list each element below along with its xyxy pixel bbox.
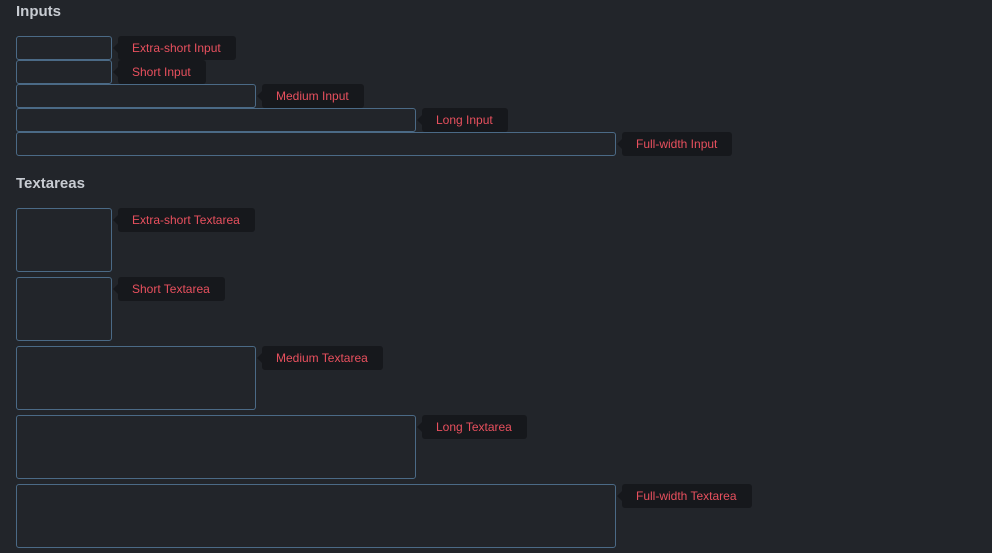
textarea-row-long: Long Textarea (16, 415, 527, 479)
textareas-heading: Textareas (16, 175, 85, 192)
extra-short-input[interactable] (16, 36, 112, 60)
input-row-long: Long Input (16, 108, 508, 132)
input-row-short: Short Input (16, 60, 206, 84)
medium-textarea[interactable] (16, 346, 256, 410)
short-textarea-tooltip: Short Textarea (113, 277, 225, 301)
long-textarea[interactable] (16, 415, 416, 479)
medium-input[interactable] (16, 84, 256, 108)
full-width-input-tooltip: Full-width Input (616, 132, 733, 156)
inputs-heading: Inputs (16, 3, 61, 20)
textarea-row-short: Short Textarea (16, 277, 225, 341)
long-input[interactable] (16, 108, 416, 132)
short-textarea[interactable] (16, 277, 112, 341)
extra-short-textarea-tooltip: Extra-short Textarea (113, 208, 255, 232)
input-row-full-width: Full-width Input (16, 132, 733, 156)
extra-short-textarea[interactable] (16, 208, 112, 272)
full-width-textarea[interactable] (16, 484, 616, 548)
input-row-medium: Medium Input (16, 84, 364, 108)
textarea-row-extra-short: Extra-short Textarea (16, 208, 255, 272)
long-textarea-tooltip: Long Textarea (417, 415, 527, 439)
long-input-tooltip: Long Input (417, 108, 508, 132)
input-row-extra-short: Extra-short Input (16, 36, 236, 60)
extra-short-input-tooltip: Extra-short Input (113, 36, 236, 60)
textarea-row-full-width: Full-width Textarea (16, 484, 752, 548)
medium-textarea-tooltip: Medium Textarea (257, 346, 383, 370)
medium-input-tooltip: Medium Input (257, 84, 364, 108)
full-width-textarea-tooltip: Full-width Textarea (617, 484, 752, 508)
short-input-tooltip: Short Input (113, 60, 206, 84)
textarea-row-medium: Medium Textarea (16, 346, 383, 410)
short-input[interactable] (16, 60, 112, 84)
full-width-input[interactable] (16, 132, 616, 156)
